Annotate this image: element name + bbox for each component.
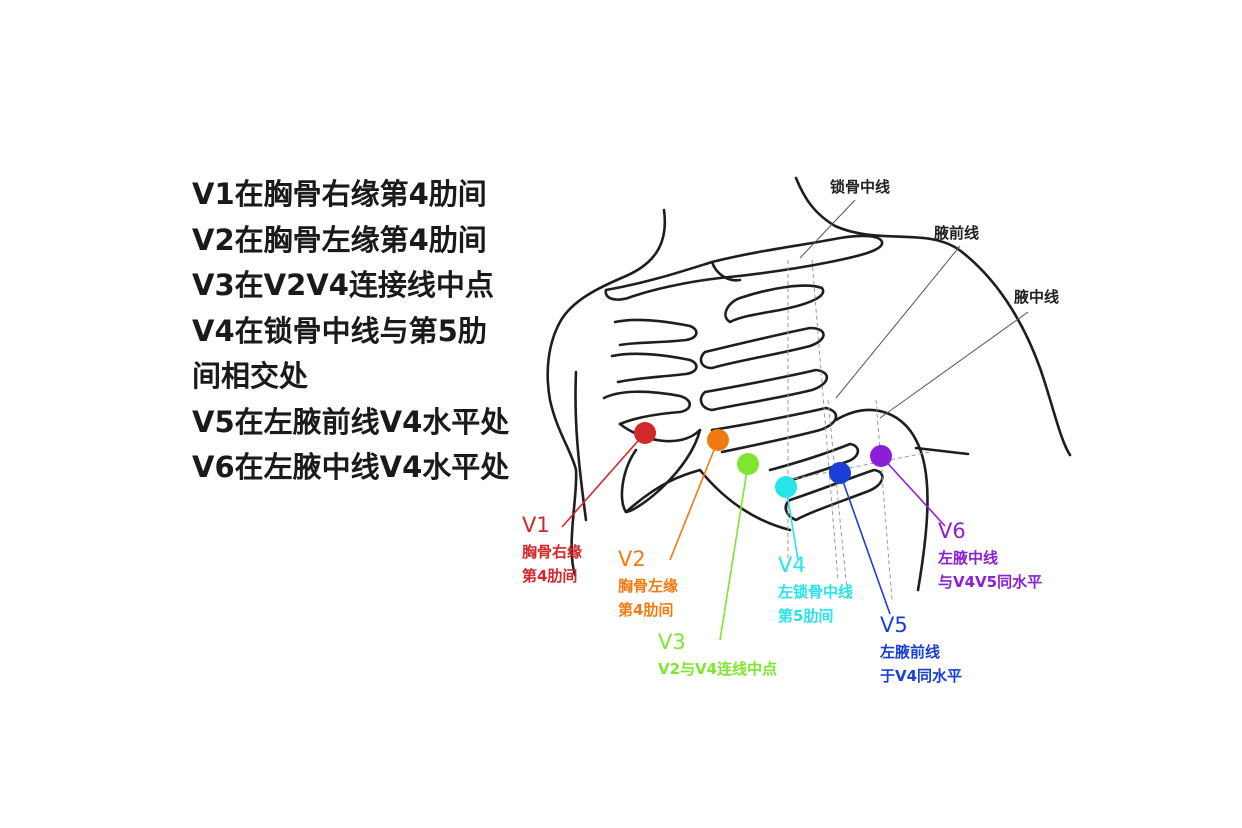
electrode-v2 xyxy=(707,429,729,451)
instruction-v2: V2在胸骨左缘第4肋间 xyxy=(192,222,487,257)
label-v5-desc-2: 于V4同水平 xyxy=(880,667,962,685)
reference-guides xyxy=(787,259,931,601)
label-v5-desc-1: 左腋前线 xyxy=(879,643,940,661)
label-v2-desc-2: 第4肋间 xyxy=(618,601,673,619)
label-v6-desc-2: 与V4V5同水平 xyxy=(938,573,1042,591)
electrode-v3 xyxy=(737,453,759,475)
label-v6-desc-1: 左腋中线 xyxy=(937,549,998,567)
label-v2: V2 胸骨左缘 第4肋间 xyxy=(618,547,678,619)
electrodes xyxy=(634,422,892,498)
label-v6: V6 左腋中线 与V4V5同水平 xyxy=(937,519,1042,591)
instruction-v5: V5在左腋前线V4水平处 xyxy=(192,404,510,439)
instruction-v4-continued: 间相交处 xyxy=(192,359,309,393)
label-v1-title: V1 xyxy=(522,513,550,537)
electrode-v6 xyxy=(870,445,892,467)
electrode-v4 xyxy=(775,476,797,498)
midclavicular-guide xyxy=(811,259,839,581)
label-v2-desc-1: 胸骨左缘 xyxy=(618,577,678,595)
label-v4: V4 左锁骨中线 第5肋间 xyxy=(777,553,853,625)
instruction-v1: V1在胸骨右缘第4肋间 xyxy=(192,177,487,211)
instruction-v3: V3在V2V4连接线中点 xyxy=(192,268,494,302)
label-v1-desc-2: 第4肋间 xyxy=(522,567,577,585)
midclavicular-line-label: 锁骨中线 xyxy=(830,178,890,196)
lead-leaders xyxy=(561,432,946,641)
mid-axillary-line-label: 腋中线 xyxy=(1014,288,1059,306)
label-v6-title: V6 xyxy=(938,519,966,543)
label-v3-title: V3 xyxy=(658,630,686,654)
label-v3-desc-1: V2与V4连线中点 xyxy=(658,660,777,678)
label-v5: V5 左腋前线 于V4同水平 xyxy=(879,613,962,685)
anterior-axillary-guide xyxy=(827,399,849,601)
label-v1: V1 胸骨右缘 第4肋间 xyxy=(522,513,582,585)
electrode-placement-instructions: V1在胸骨右缘第4肋间 V2在胸骨左缘第4肋间 V3在V2V4连接线中点 V4在… xyxy=(192,172,509,491)
label-v5-title: V5 xyxy=(880,613,908,637)
v4-level-guide xyxy=(787,451,931,481)
label-v4-title: V4 xyxy=(778,553,806,577)
label-v4-desc-2: 第5肋间 xyxy=(778,607,833,625)
rib-cage xyxy=(602,234,884,532)
label-v2-title: V2 xyxy=(618,547,646,571)
label-v4-desc-1: 左锁骨中线 xyxy=(777,583,853,601)
reference-labels: 锁骨中线 腋前线 腋中线 xyxy=(799,178,1059,419)
mid-axillary-guide xyxy=(875,399,893,601)
instruction-v4: V4在锁骨中线与第5肋 xyxy=(192,313,487,348)
electrode-v5 xyxy=(829,462,851,484)
electrode-v1 xyxy=(634,422,656,444)
instruction-v6: V6在左腋中线V4水平处 xyxy=(192,450,510,484)
lead-labels: V1 胸骨右缘 第4肋间 V2 胸骨左缘 第4肋间 V3 V2与V4连线中点 V… xyxy=(522,513,1042,685)
label-v1-desc-1: 胸骨右缘 xyxy=(522,543,582,561)
label-v3: V3 V2与V4连线中点 xyxy=(658,630,777,678)
torso-outline xyxy=(546,176,1072,592)
anterior-axillary-line-label: 腋前线 xyxy=(934,224,979,242)
